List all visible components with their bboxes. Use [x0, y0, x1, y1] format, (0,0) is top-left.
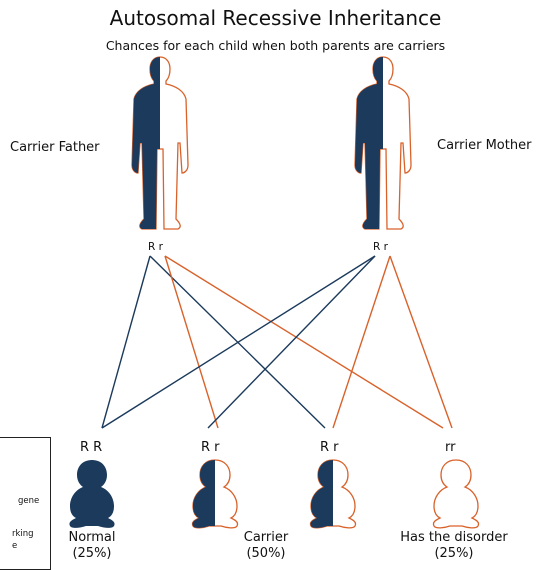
child-carrier-figure-2: [309, 459, 357, 529]
line-mother-r-to-child3: [332, 255, 391, 429]
child-affected-figure: [432, 459, 480, 529]
legend-box: gene rking e: [0, 437, 51, 570]
outcome-carrier: Carrier (50%): [236, 530, 296, 562]
outcome-normal: Normal (25%): [62, 530, 122, 562]
mother-label: Carrier Mother: [437, 138, 532, 153]
outcome-carrier-label: Carrier: [243, 530, 289, 545]
outcome-normal-percent: (25%): [72, 546, 112, 561]
child-normal-figure: [69, 460, 115, 528]
child-1-alleles: R R: [80, 440, 103, 455]
line-father-r-to-child4: [164, 255, 444, 429]
child-carrier-figure-1: [191, 459, 239, 529]
inheritance-lines: [101, 255, 453, 429]
outcome-affected-label: Has the disorder: [400, 530, 508, 545]
outcome-affected: Has the disorder (25%): [384, 530, 524, 562]
outcome-carrier-percent: (50%): [246, 546, 286, 561]
line-father-R-to-child1: [101, 255, 151, 429]
child-2-alleles: R r: [201, 440, 220, 455]
diagram-subtitle: Chances for each child when both parents…: [105, 38, 446, 53]
legend-line-1: gene: [18, 496, 40, 506]
mother-figure: [354, 56, 412, 230]
line-mother-R-to-child1: [101, 255, 376, 429]
mother-alleles: R r: [373, 241, 388, 253]
outcome-normal-label: Normal: [68, 530, 116, 545]
father-label: Carrier Father: [10, 140, 100, 155]
father-figure: [131, 56, 189, 230]
outcome-affected-percent: (25%): [434, 546, 474, 561]
child-4-alleles: rr: [445, 440, 456, 455]
legend-line-3: e: [12, 541, 18, 551]
line-mother-R-to-child2: [207, 255, 376, 429]
line-father-r-to-child2: [164, 255, 219, 429]
child-3-alleles: R r: [320, 440, 339, 455]
legend-line-2: rking: [12, 529, 34, 539]
father-alleles: R r: [148, 241, 163, 253]
diagram-title: Autosomal Recessive Inheritance: [109, 6, 442, 30]
line-mother-r-to-child4: [389, 255, 453, 429]
